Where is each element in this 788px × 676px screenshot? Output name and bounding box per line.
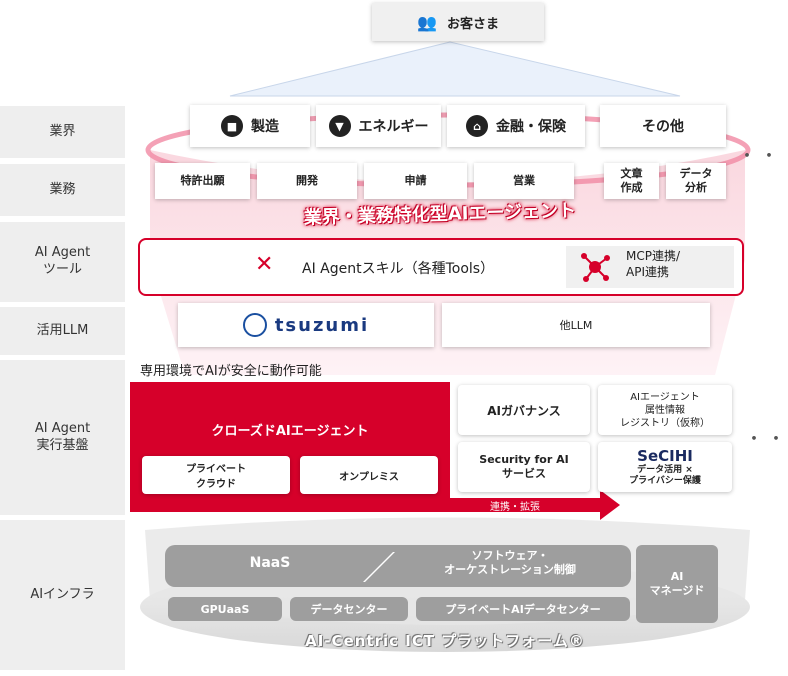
closed-agent-label: クローズドAIエージェント [211, 424, 369, 439]
people-icon: 👥 [417, 12, 437, 32]
row-label-platform: AI Agent 実行基盤 [0, 360, 125, 515]
infra-platform-label: AI-Centric ICT プラットフォーム® [305, 632, 585, 650]
naas-label: NaaS [249, 555, 291, 571]
secihi-box: SeCIHI データ活用 × プライバシー保護 [598, 442, 732, 492]
llm-tsuzumi: tsuzumi [178, 303, 434, 347]
agent-registry: AIエージェント 属性情報 レジストリ（仮称） [598, 385, 732, 435]
gpuaas: GPUaaS [168, 597, 282, 621]
row-label-business: 業務 [0, 164, 125, 216]
ai-managed: AI マネージド [636, 545, 718, 623]
ai-governance: AIガバナンス [458, 385, 590, 435]
customer-box: 👥 お客さま [372, 3, 544, 41]
task-sales: 営業 [474, 163, 574, 199]
software-label: ソフトウェア・ オーケストレーション制御 [444, 549, 576, 577]
industry-label: その他 [642, 119, 684, 135]
link-label: 連携・拡張 [490, 502, 540, 513]
row-label-infra: AIインフラ [0, 520, 125, 670]
ellipsis-platform: ・・・ [745, 429, 788, 450]
task-analysis: データ 分析 [666, 163, 726, 199]
onpremise: オンプレミス [300, 456, 438, 494]
llm-other: 他LLM [442, 303, 710, 347]
industry-label: 製造 [251, 119, 279, 135]
factory-icon: ■ [221, 115, 243, 137]
task-development: 開発 [257, 163, 357, 199]
row-label-llm: 活用LLM [0, 307, 125, 355]
industry-finance: ⌂ 金融・保険 [447, 105, 585, 147]
industry-energy: ▼ エネルギー [316, 105, 441, 147]
industry-manufacturing: ■ 製造 [190, 105, 310, 147]
security-for-ai: Security for AI サービス [458, 442, 590, 492]
task-patent: 特許出願 [155, 163, 250, 199]
task-writing: 文章 作成 [604, 163, 659, 199]
tools-skills-label: AI Agentスキル（各種Tools） [302, 261, 495, 277]
network-icon [581, 253, 610, 282]
private-datacenter: プライベートAIデータセンター [416, 597, 630, 621]
naas-bar [165, 545, 631, 587]
industry-other: その他 [600, 105, 726, 147]
mcp-label: MCP連携/ API連携 [626, 249, 681, 279]
tsuzumi-label: tsuzumi [274, 314, 370, 336]
private-cloud: プライベート クラウド [142, 456, 290, 494]
tools-icon: ✕ [255, 252, 274, 277]
energy-icon: ▼ [328, 115, 351, 137]
bank-icon: ⌂ [466, 115, 488, 137]
row-label-tools: AI Agent ツール [0, 222, 125, 302]
industry-label: エネルギー [358, 119, 429, 135]
datacenter: データセンター [290, 597, 408, 621]
customer-label: お客さま [446, 16, 499, 32]
secihi-sub: データ活用 × プライバシー保護 [629, 465, 701, 486]
tsuzumi-logo-icon [242, 313, 267, 337]
task-application: 申請 [364, 163, 467, 199]
ellipsis-top: ・・・ [738, 146, 788, 167]
row-label-industry: 業界 [0, 106, 125, 158]
platform-caption: 専用環境でAIが安全に動作可能 [140, 364, 322, 379]
industry-label: 金融・保険 [496, 119, 566, 135]
secihi-logo: SeCIHI [637, 447, 693, 466]
